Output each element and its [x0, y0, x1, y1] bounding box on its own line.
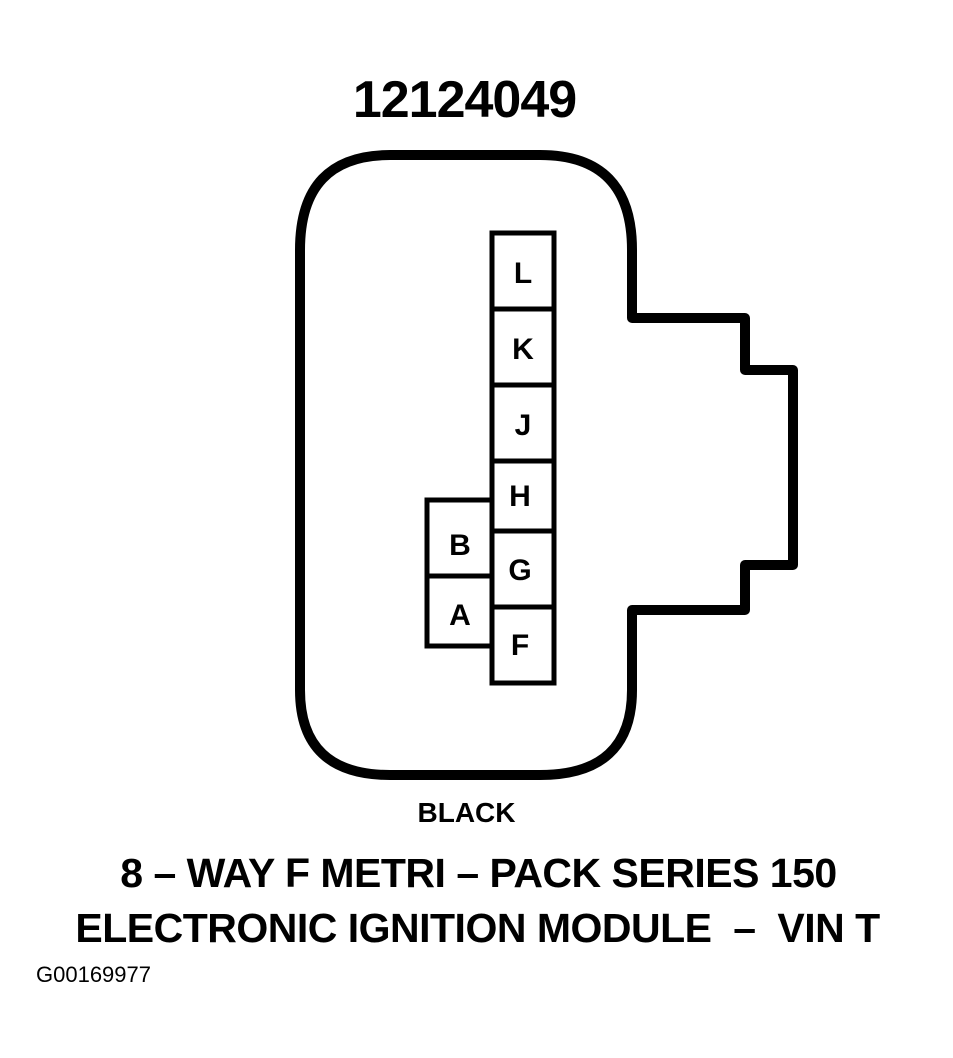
cavity-h [489, 458, 557, 534]
cavity-column-right [489, 230, 557, 686]
connector-color-label: BLACK [417, 797, 516, 828]
cavity-label-l: L [514, 257, 532, 290]
cavity-label-g: G [508, 554, 531, 587]
cavity-label-h: H [509, 480, 531, 513]
cavity-column-left [424, 497, 495, 649]
cavity-label-j: J [515, 409, 532, 442]
cavity-f [489, 604, 557, 686]
part-number: 12124049 [352, 71, 577, 129]
cavity-a [424, 573, 495, 649]
cavity-label-f: F [511, 629, 529, 662]
cavity-label-k: K [512, 333, 534, 366]
cavity-b [424, 497, 495, 579]
connector-title-line-1: 8 – WAY F METRI – PACK SERIES 150 [120, 850, 837, 896]
cavity-l [489, 230, 557, 312]
connector-title-line-2: ELECTRONIC IGNITION MODULE – VIN T [75, 905, 880, 951]
cavity-label-b: B [449, 529, 471, 562]
figure-id: G00169977 [36, 962, 151, 987]
cavity-label-a: A [449, 599, 471, 632]
cavity-j [489, 382, 557, 464]
